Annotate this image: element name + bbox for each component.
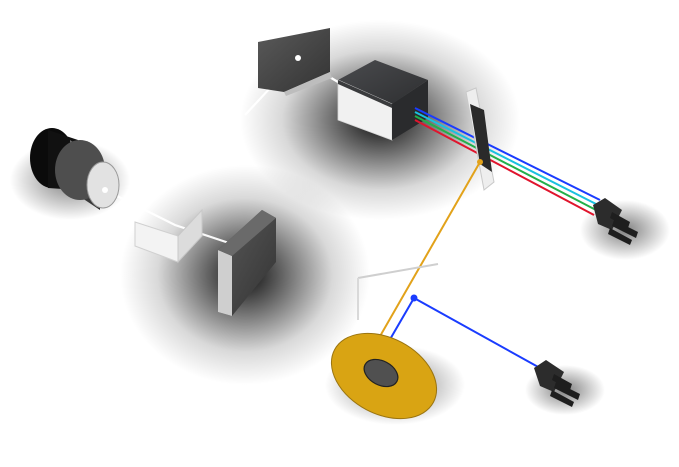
orange-beam-path (374, 161, 481, 346)
mirror-panel-icon (258, 28, 330, 92)
output-fiber-connector-bottom (534, 360, 580, 407)
lens-front-glass (86, 161, 120, 209)
white-beam-segment-1 (104, 189, 236, 247)
module-box-icon (338, 60, 428, 104)
glass-plate-icon (357, 263, 439, 279)
dichroic-mirror (465, 87, 495, 191)
color-combiner-box (337, 60, 428, 141)
light-source-lens (30, 128, 120, 210)
pickup-plate (357, 263, 439, 320)
lens-emission-point (102, 187, 108, 193)
beam-green (414, 115, 597, 211)
folding-mirror-upper (258, 28, 332, 96)
beam-cyan (414, 111, 599, 206)
beam-red (414, 119, 595, 216)
disc-center (363, 358, 399, 388)
mirror-reflection-point (295, 55, 301, 61)
output-fiber-connector-top (593, 198, 638, 245)
beam-blue (414, 107, 601, 201)
blue-beam-node (410, 294, 418, 302)
rgb-beam-bundle (414, 107, 601, 216)
mirror-panel-icon (218, 210, 276, 316)
beam-splitter-plate (134, 208, 203, 264)
orange-beam (374, 161, 481, 346)
gold-disc (330, 332, 438, 420)
folding-mirror-lower (218, 210, 276, 316)
